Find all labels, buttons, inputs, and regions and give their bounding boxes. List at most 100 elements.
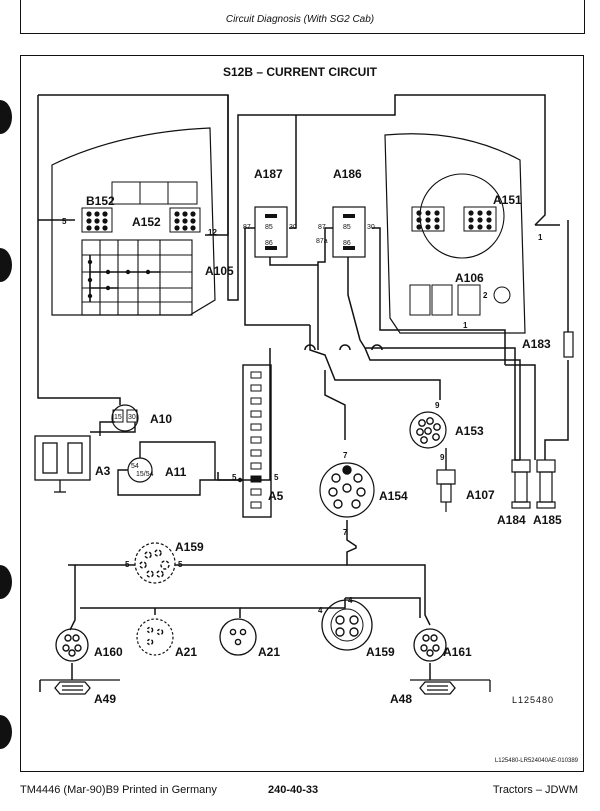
footer-model: Tractors – JDWM — [492, 784, 578, 796]
a10-pin-15: 15 — [114, 414, 122, 421]
wire-7-bottom: 7 — [343, 528, 348, 537]
b152-connector — [81, 207, 113, 233]
a5-fuse-strip — [242, 364, 272, 518]
a154-connector — [319, 462, 375, 518]
page-header: Circuit Diagnosis (With SG2 Cab) — [225, 14, 375, 25]
a151-connector — [463, 206, 497, 232]
a152-label: A152 — [132, 215, 161, 229]
a10-pin-30: 30 — [128, 414, 136, 421]
b152-label: B152 — [86, 194, 115, 208]
wire-crossovers — [304, 344, 383, 351]
a5-label: A5 — [268, 489, 284, 503]
wire-4-mid: 4 — [318, 606, 323, 615]
footer-page-number: 240-40-33 — [268, 784, 319, 796]
binder-hole — [0, 100, 12, 134]
a186-pin-87a: 87a — [316, 238, 328, 245]
a48-label: A48 — [390, 692, 412, 706]
a160-label: A160 — [94, 645, 123, 659]
a105-label: A105 — [205, 264, 234, 278]
a160-connector — [55, 628, 89, 662]
a185-bulb — [536, 459, 556, 509]
a187-label: A187 — [254, 167, 283, 181]
footer-manual-info: TM4446 (Mar-90)B9 Printed in Germany — [20, 784, 217, 796]
a3-wiring — [90, 421, 136, 436]
source-code: L125480-LR524040AE-010389 — [495, 758, 579, 764]
a161-connector — [413, 628, 447, 662]
main-wiring — [37, 94, 569, 481]
wire-12: 12 — [208, 228, 217, 237]
a21-left-connector — [136, 618, 174, 656]
a183-label: A183 — [522, 337, 551, 351]
a151-label: A151 — [493, 193, 522, 207]
wire-5-a159-right: 5 — [178, 560, 183, 569]
a186-pin-85: 85 — [343, 224, 351, 231]
a159-bottom-label: A159 — [366, 645, 395, 659]
a3-component — [34, 435, 91, 493]
a49-label: A49 — [94, 692, 116, 706]
wire-1-right: 1 — [538, 233, 543, 242]
lower-wiring — [39, 520, 431, 692]
a11-pin-1554: 15/54 — [136, 471, 154, 478]
a21-right-connector — [219, 618, 257, 656]
a186-pin-86: 86 — [343, 240, 351, 247]
indicator-display — [111, 181, 198, 205]
a151-connector-left — [411, 206, 445, 232]
wire-9-bottom: 9 — [440, 453, 445, 462]
a106-panel-switches — [409, 284, 511, 316]
a107-bulb — [436, 469, 456, 512]
a159-top-label: A159 — [175, 540, 204, 554]
diagram-frame — [20, 55, 584, 772]
a186-pin-30: 30 — [367, 224, 375, 231]
a152-connector — [169, 207, 201, 233]
binder-hole — [0, 248, 12, 282]
a185-label: A185 — [533, 513, 562, 527]
a11-wiring — [117, 441, 240, 496]
a49-lamp — [40, 679, 120, 695]
a186-label: A186 — [333, 167, 362, 181]
a154-label: A154 — [379, 489, 408, 503]
right-panel-outline — [384, 133, 526, 334]
wire-7-top: 7 — [343, 451, 348, 460]
a153-label: A153 — [455, 424, 484, 438]
a21-right-label: A21 — [258, 645, 280, 659]
a11-pin-54: 54 — [131, 463, 139, 470]
a184-label: A184 — [497, 513, 526, 527]
wire-5-left: 5 — [62, 217, 67, 226]
a159-top-connector — [134, 542, 176, 584]
header-left-edge — [20, 0, 21, 33]
wire-9-top: 9 — [435, 401, 440, 410]
a105-nodes — [87, 259, 151, 299]
header-rule — [20, 33, 585, 34]
wire-2: 2 — [483, 291, 488, 300]
wire-5-a5b: 5 — [274, 473, 279, 482]
a21-left-label: A21 — [175, 645, 197, 659]
a183-fuse — [563, 331, 574, 358]
a184-bulb — [511, 459, 531, 509]
a48-lamp — [410, 679, 491, 695]
a11-label: A11 — [165, 465, 187, 479]
a10-switch — [111, 404, 139, 432]
wire-1-a106: 1 — [463, 321, 468, 330]
binder-hole — [0, 715, 12, 749]
header-right-edge — [584, 0, 585, 33]
a159-bottom-connector — [321, 599, 373, 651]
wire-5-a159-left: 5 — [125, 560, 130, 569]
diagram-title: S12B – CURRENT CIRCUIT — [223, 65, 378, 79]
a161-label: A161 — [443, 645, 472, 659]
a187-pin-85: 85 — [265, 224, 273, 231]
a3-label: A3 — [95, 464, 111, 478]
left-panel-outline — [51, 127, 216, 316]
a153-connector — [409, 411, 447, 449]
a105-grid — [81, 239, 193, 316]
wire-5-a5: 5 — [232, 473, 237, 482]
diagram-reference: L125480 — [512, 695, 554, 705]
a186-relay — [332, 206, 366, 258]
a11-switch — [127, 457, 153, 483]
a186-pin-87: 87 — [318, 224, 326, 231]
a10-label: A10 — [150, 412, 172, 426]
binder-hole — [0, 565, 12, 599]
a187-relay — [254, 206, 288, 258]
a151-gauge — [419, 173, 505, 259]
a106-label: A106 — [455, 271, 484, 285]
